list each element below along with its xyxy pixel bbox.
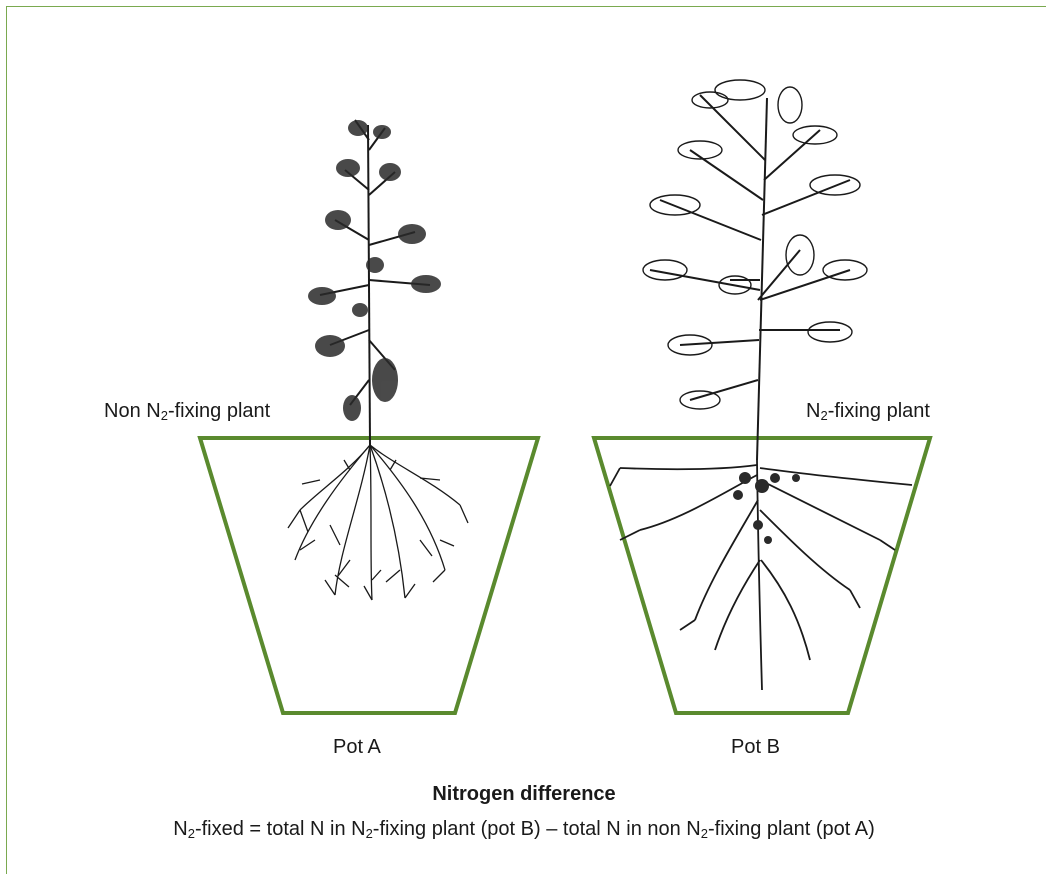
root-nodules: [733, 472, 800, 544]
fixing-plant-leaflets: [643, 80, 867, 409]
caption-title: Nitrogen difference: [0, 783, 1048, 806]
pot-b-label: Pot B: [731, 735, 780, 759]
pot-a-outline: [200, 438, 538, 713]
non-fixing-plant-roots: [288, 445, 468, 600]
caption-formula: N2-fixed = total N in N2-fixing plant (p…: [0, 818, 1048, 841]
non-fixing-plant-leaves: [308, 120, 441, 421]
pot-a-label: Pot A: [333, 735, 381, 759]
non-fixing-plant-label: Non N2-fixing plant: [104, 399, 270, 423]
fixing-plant-label: N2-fixing plant: [806, 399, 930, 423]
